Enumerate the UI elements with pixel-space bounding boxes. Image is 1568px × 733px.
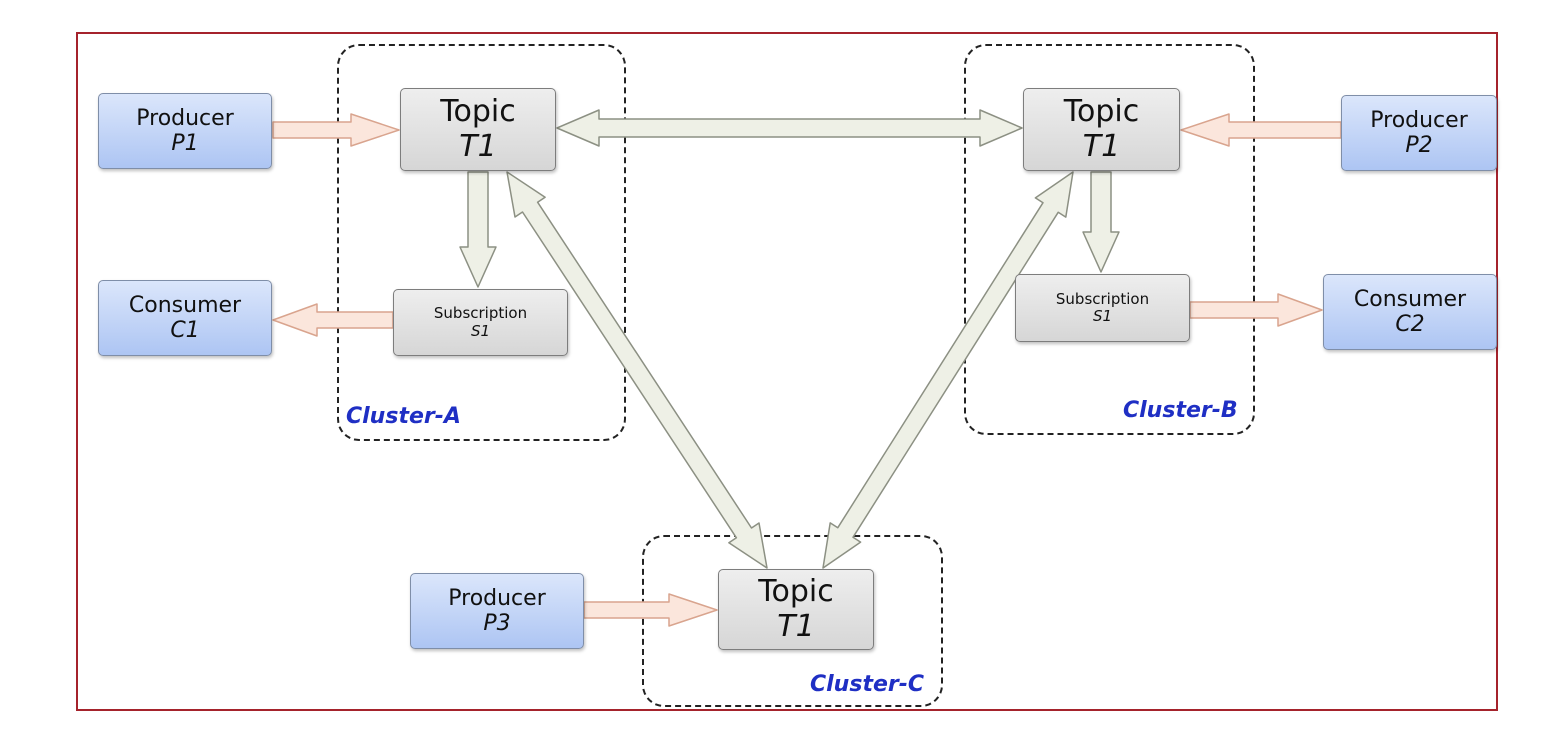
producer-p1-title: Producer [136,105,234,131]
topic-b-id: T1 [1082,128,1121,164]
producer-p3: Producer P3 [410,573,584,649]
consumer-c1: Consumer C1 [98,280,272,356]
producer-p3-id: P3 [483,611,511,636]
subscription-s1-cluster-b: Subscription S1 [1015,274,1190,342]
consumer-c1-id: C1 [170,318,200,343]
topic-t1-cluster-b: Topic T1 [1023,88,1180,171]
subscription-b-id: S1 [1092,307,1113,325]
topic-c-id: T1 [777,608,815,644]
producer-p2: Producer P2 [1341,95,1497,171]
topic-t1-cluster-c: Topic T1 [718,569,874,650]
topic-b-title: Topic [1063,94,1140,129]
cluster-a-label: Cluster-A [346,404,461,429]
producer-p3-title: Producer [448,585,546,611]
producer-p1-id: P1 [171,131,199,156]
subscription-s1-cluster-a: Subscription S1 [393,289,568,356]
subscription-a-title: Subscription [433,304,528,323]
consumer-c2-title: Consumer [1353,286,1467,312]
subscription-b-title: Subscription [1055,289,1150,308]
topic-c-title: Topic [758,574,834,609]
producer-p2-id: P2 [1405,133,1433,158]
cluster-c-label: Cluster-C [810,672,925,697]
consumer-c2-id: C2 [1395,312,1425,337]
subscription-a-id: S1 [470,321,491,340]
cluster-b-label: Cluster-B [1123,398,1238,423]
consumer-c2: Consumer C2 [1323,274,1497,350]
producer-p2-title: Producer [1370,107,1468,133]
consumer-c1-title: Consumer [128,292,242,318]
topic-a-title: Topic [440,94,516,129]
topic-a-id: T1 [459,128,497,164]
topic-t1-cluster-a: Topic T1 [400,88,556,171]
diagram-frame [76,32,1498,711]
producer-p1: Producer P1 [98,93,272,169]
